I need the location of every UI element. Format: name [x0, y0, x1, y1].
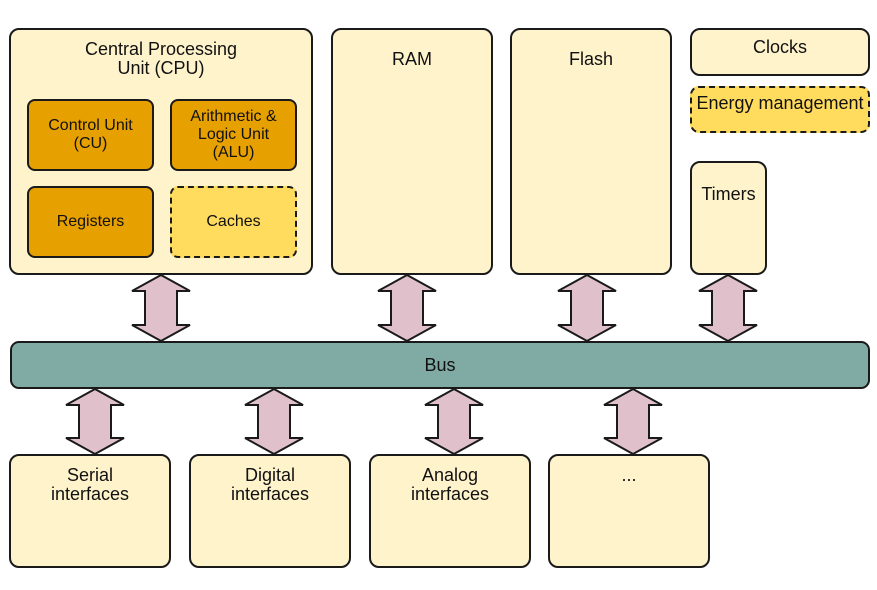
ram-label: RAM: [392, 49, 432, 69]
timers-box: Timers: [690, 161, 767, 275]
cpu-title-line1: Central Processing: [84, 39, 238, 59]
cpu-title: Central Processing Unit (CPU): [11, 30, 311, 78]
flash-bus-arrow-icon: [557, 273, 617, 343]
bus-bar: Bus: [10, 341, 870, 389]
control-unit-line2: (CU): [73, 135, 108, 152]
clocks-label: Clocks: [752, 37, 807, 57]
ram-box: RAM: [331, 28, 493, 275]
alu-line3: (ALU): [212, 144, 255, 161]
control-unit-line1: Control Unit: [48, 117, 133, 134]
caches-box: Caches: [170, 186, 297, 258]
more-interfaces-label: ...: [621, 465, 637, 485]
registers-box: Registers: [27, 186, 154, 258]
cpu-bus-arrow-icon: [131, 273, 191, 343]
caches-label: Caches: [206, 213, 261, 230]
analog-bus-arrow-icon: [424, 387, 484, 456]
registers-label: Registers: [56, 213, 125, 230]
more-bus-arrow-icon: [603, 387, 663, 456]
timers-bus-arrow-icon: [698, 273, 758, 343]
digital-bus-arrow-icon: [244, 387, 304, 456]
alu-line1: Arithmetic &: [190, 108, 277, 125]
timers-label: Timers: [701, 184, 756, 204]
energy-management-label: Energy management: [696, 93, 864, 113]
alu-line2: Logic Unit: [197, 126, 270, 143]
flash-box: Flash: [510, 28, 672, 275]
bus-label: Bus: [424, 354, 456, 375]
energy-management-box: Energy management: [690, 86, 870, 133]
cpu-title-line2: Unit (CPU): [117, 58, 205, 78]
serial-bus-arrow-icon: [65, 387, 125, 456]
flash-label: Flash: [568, 49, 613, 69]
cpu-box: Central Processing Unit (CPU) Control Un…: [9, 28, 313, 275]
alu-box: Arithmetic &Logic Unit(ALU): [170, 99, 297, 171]
clocks-box: Clocks: [690, 28, 870, 76]
ram-bus-arrow-icon: [377, 273, 437, 343]
control-unit-box: Control Unit(CU): [27, 99, 154, 171]
more-interfaces-box: ...: [548, 454, 710, 568]
